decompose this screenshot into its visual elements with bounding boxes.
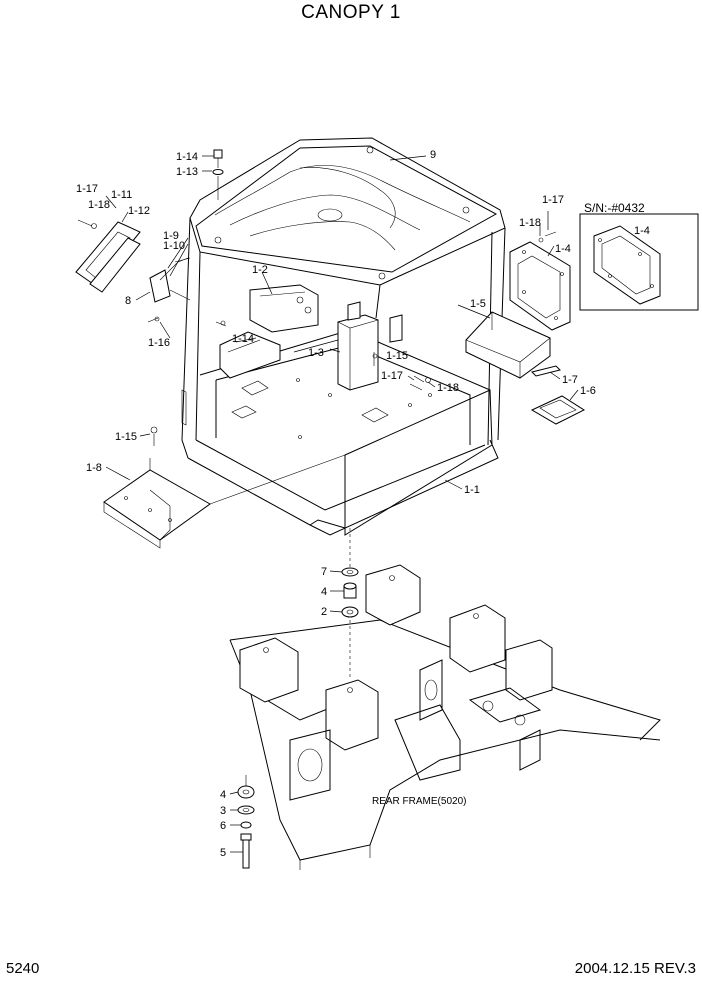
- callout-1-8: 1-8: [86, 462, 102, 474]
- callout-5: 5: [220, 847, 226, 859]
- callout-1-3: 1-3: [308, 347, 324, 359]
- callout-1-18: 1-18: [437, 382, 459, 394]
- callout-1-11: 1-11: [111, 189, 132, 201]
- callout-1-7: 1-7: [562, 374, 578, 386]
- floor-bracket: [103, 426, 346, 549]
- serial-number-label: S/N:-#0432: [584, 201, 645, 215]
- callout-9: 9: [430, 149, 436, 161]
- page-title: CANOPY 1: [301, 2, 401, 23]
- callout-1-1: 1-1: [464, 484, 480, 496]
- callout-1-6: 1-6: [580, 385, 596, 397]
- rear-frame-label: REAR FRAME(5020): [372, 796, 466, 807]
- callout-1-17: 1-17: [381, 370, 403, 382]
- right-window-panel: [509, 231, 571, 331]
- callout-1-15: 1-15: [386, 350, 408, 362]
- callout-2: 2: [321, 606, 327, 618]
- callout-1-5: 1-5: [470, 298, 486, 310]
- work-light: [147, 257, 191, 323]
- callout-1-4: 1-4: [555, 243, 571, 255]
- callout-1-17: 1-17: [542, 194, 564, 206]
- callout-1-14: 1-14: [232, 333, 254, 345]
- callout-4: 4: [220, 789, 226, 801]
- callout-1-18: 1-18: [519, 217, 541, 229]
- callout-7: 7: [321, 566, 327, 578]
- callout-1-12: 1-12: [128, 205, 150, 217]
- callout-4: 4: [321, 586, 327, 598]
- serial-number-detail-box: [579, 213, 699, 311]
- callout-1-4: 1-4: [634, 225, 650, 237]
- cover-panel: [465, 311, 551, 379]
- bracket-parts: [530, 365, 586, 425]
- callout-1-15: 1-15: [115, 431, 137, 443]
- page-number: 5240: [6, 960, 40, 977]
- fasteners: [212, 149, 431, 391]
- upper-mount-set: [341, 567, 359, 618]
- callout-1-18: 1-18: [88, 199, 110, 211]
- callout-1-13: 1-13: [176, 166, 198, 178]
- callout-1-14: 1-14: [176, 151, 198, 163]
- callout-1-9: 1-9: [163, 230, 179, 242]
- callout-labels: 9 1-14 1-13 1-17 1-18 1-11 1-12 1-9 1-10…: [76, 149, 650, 859]
- lower-mount-set: [237, 775, 255, 869]
- callout-3: 3: [220, 805, 226, 817]
- control-panel-assembly: [215, 284, 319, 379]
- callout-6: 6: [220, 820, 226, 832]
- center-console: [337, 301, 403, 391]
- leader-lines: [105, 155, 579, 853]
- left-window-panel: [75, 219, 141, 293]
- callout-1-2: 1-2: [252, 264, 268, 276]
- revision-date: 2004.12.15 REV.3: [574, 960, 696, 977]
- callout-1-17: 1-17: [76, 183, 98, 195]
- callout-8: 8: [125, 295, 131, 307]
- callout-1-10: 1-10: [163, 240, 185, 252]
- callout-1-16: 1-16: [148, 337, 170, 349]
- rear-frame: [229, 564, 661, 870]
